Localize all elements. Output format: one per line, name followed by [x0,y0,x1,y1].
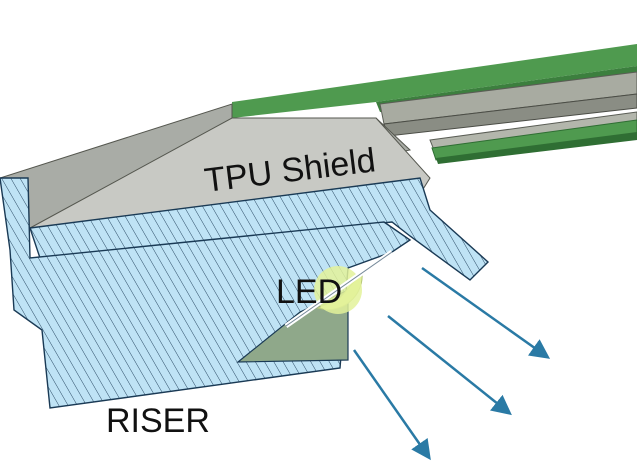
riser-label: RISER [106,402,210,440]
pcb-lower-dark-edge [436,132,637,164]
light-ray-3 [352,349,431,461]
pcb-lower-green [431,119,637,161]
led-strip-outline [285,251,393,327]
light-ray-1 [421,266,551,359]
led-label: LED [276,273,342,311]
rail-lower [429,111,637,151]
light-ray-2 [387,315,512,416]
pcb-board-top [232,44,637,118]
rail-upper [379,71,637,125]
